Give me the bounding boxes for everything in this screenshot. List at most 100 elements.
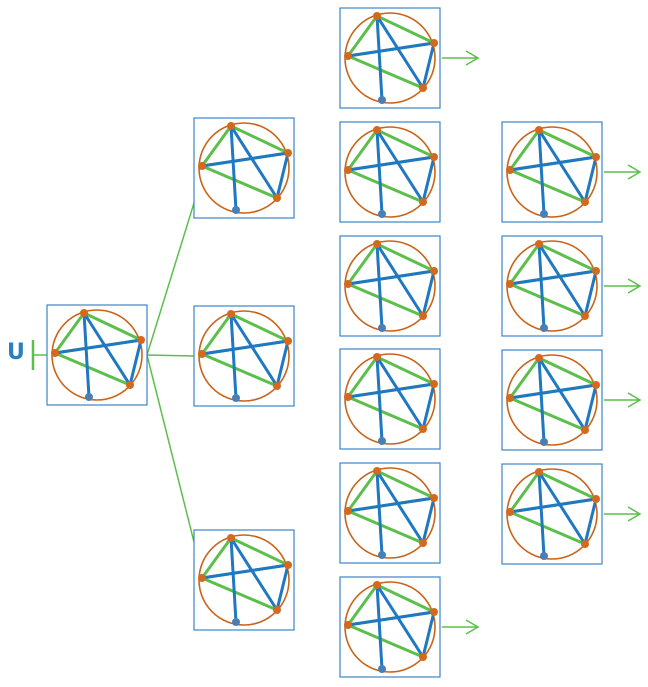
blue-edge (347, 155, 435, 172)
blue-edge (421, 383, 436, 430)
blue-edge (583, 498, 598, 545)
graph-node-level1-1 (193, 117, 295, 219)
blue-edge (375, 356, 384, 442)
blue-edge (82, 312, 91, 398)
blue-edge (421, 611, 436, 658)
graph-node-level3-3 (501, 349, 603, 451)
connector-level1-1 (146, 202, 195, 356)
blue-edge (347, 269, 435, 286)
green-edge (230, 536, 289, 567)
vertex (344, 621, 352, 629)
vertex (540, 438, 548, 446)
green-edge (508, 471, 541, 513)
green-edge (347, 282, 424, 318)
vertex (85, 393, 93, 401)
vertex (506, 166, 514, 174)
blue-edge (347, 41, 435, 58)
graph-node-level1-3 (193, 529, 295, 631)
blue-edge (275, 152, 290, 199)
vertex (80, 309, 88, 317)
vertex (592, 153, 600, 161)
vertex (419, 539, 427, 547)
vertex (227, 122, 235, 130)
blue-edge (375, 584, 384, 670)
vertex (419, 425, 427, 433)
green-edge (538, 470, 597, 501)
green-edge (508, 357, 541, 399)
vertex (592, 495, 600, 503)
green-edge (376, 583, 435, 614)
blue-edge (537, 357, 587, 431)
blue-edge (229, 537, 279, 611)
vertex (198, 574, 206, 582)
blue-edge (375, 129, 425, 203)
blue-edge (421, 497, 436, 544)
green-edge (538, 242, 597, 273)
blue-edge (583, 270, 598, 317)
vertex (506, 394, 514, 402)
vertex (430, 39, 438, 47)
arrow-head-level3-3 (627, 392, 642, 408)
green-edge (200, 125, 233, 167)
vertex (344, 507, 352, 515)
vertex (232, 618, 240, 626)
green-edge (230, 124, 289, 155)
blue-edge (229, 125, 279, 199)
blue-edge (509, 497, 597, 514)
blue-edge (375, 470, 425, 544)
green-edge (346, 356, 379, 398)
green-edge (201, 576, 278, 612)
blue-edge (347, 610, 435, 627)
green-edge (508, 243, 541, 285)
green-edge (346, 584, 379, 626)
vertex (232, 206, 240, 214)
vertex (430, 494, 438, 502)
blue-edge (375, 243, 384, 329)
vertex (344, 52, 352, 60)
vertex (430, 380, 438, 388)
vertex (273, 382, 281, 390)
vertex (378, 210, 386, 218)
blue-edge (375, 129, 384, 215)
blue-edge (375, 243, 425, 317)
graph-node-level2-6 (339, 576, 441, 678)
vertex (198, 162, 206, 170)
vertex (535, 126, 543, 134)
green-edge (200, 313, 233, 355)
blue-edge (583, 384, 598, 431)
green-edge (509, 282, 586, 318)
green-edge (509, 396, 586, 432)
green-edge (53, 312, 86, 354)
vertex (126, 381, 134, 389)
green-edge (347, 623, 424, 659)
arrow-head-level2-6 (465, 619, 480, 635)
green-edge (376, 242, 435, 273)
green-edge (538, 128, 597, 159)
vertex (344, 166, 352, 174)
vertex (373, 467, 381, 475)
green-edge (376, 355, 435, 386)
vertex (430, 153, 438, 161)
blue-edge (537, 129, 546, 215)
vertex (378, 96, 386, 104)
vertex (535, 468, 543, 476)
graph-node-level2-3 (339, 235, 441, 337)
green-edge (376, 14, 435, 45)
blue-edge (54, 338, 142, 355)
vertex (227, 310, 235, 318)
green-edge (201, 352, 278, 388)
green-edge (346, 243, 379, 285)
blue-edge (201, 339, 289, 356)
vertex (419, 198, 427, 206)
blue-edge (201, 151, 289, 168)
blue-edge (229, 125, 238, 211)
blue-edge (537, 471, 546, 557)
blue-edge (275, 564, 290, 611)
green-edge (347, 509, 424, 545)
vertex (540, 324, 548, 332)
blue-edge (275, 340, 290, 387)
vertex (284, 337, 292, 345)
vertex (378, 437, 386, 445)
graph-node-level2-5 (339, 462, 441, 564)
